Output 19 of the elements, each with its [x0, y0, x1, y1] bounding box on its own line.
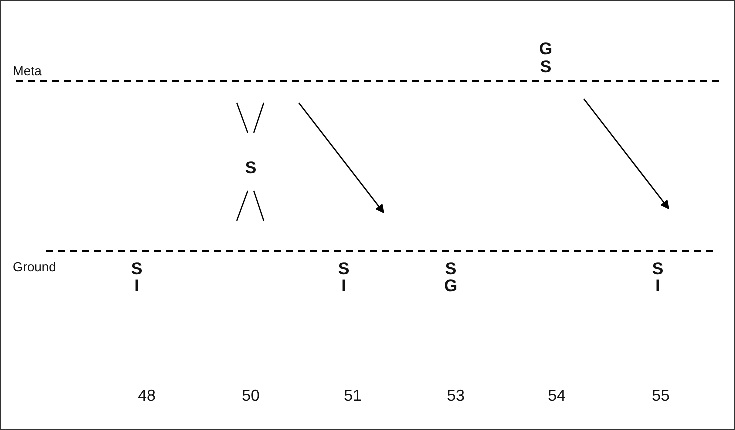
letter: S	[445, 260, 457, 278]
letter: G	[539, 40, 553, 58]
number-label: 55	[652, 389, 670, 405]
number-label: 54	[548, 389, 566, 405]
letter: S	[131, 260, 143, 278]
number-label: 51	[344, 389, 362, 405]
number-label: 50	[242, 389, 260, 405]
level-label: Ground	[13, 260, 56, 274]
level-label: Meta	[13, 64, 42, 78]
letter: S	[245, 160, 257, 176]
letter: S	[338, 260, 350, 278]
letter: I	[342, 278, 346, 294]
number-label: 53	[447, 389, 465, 405]
letter: I	[134, 278, 140, 294]
letter: S	[652, 260, 664, 278]
letter: S	[540, 58, 552, 76]
letter: G	[444, 278, 458, 294]
letter: I	[656, 278, 660, 294]
number-label: 48	[138, 389, 156, 405]
